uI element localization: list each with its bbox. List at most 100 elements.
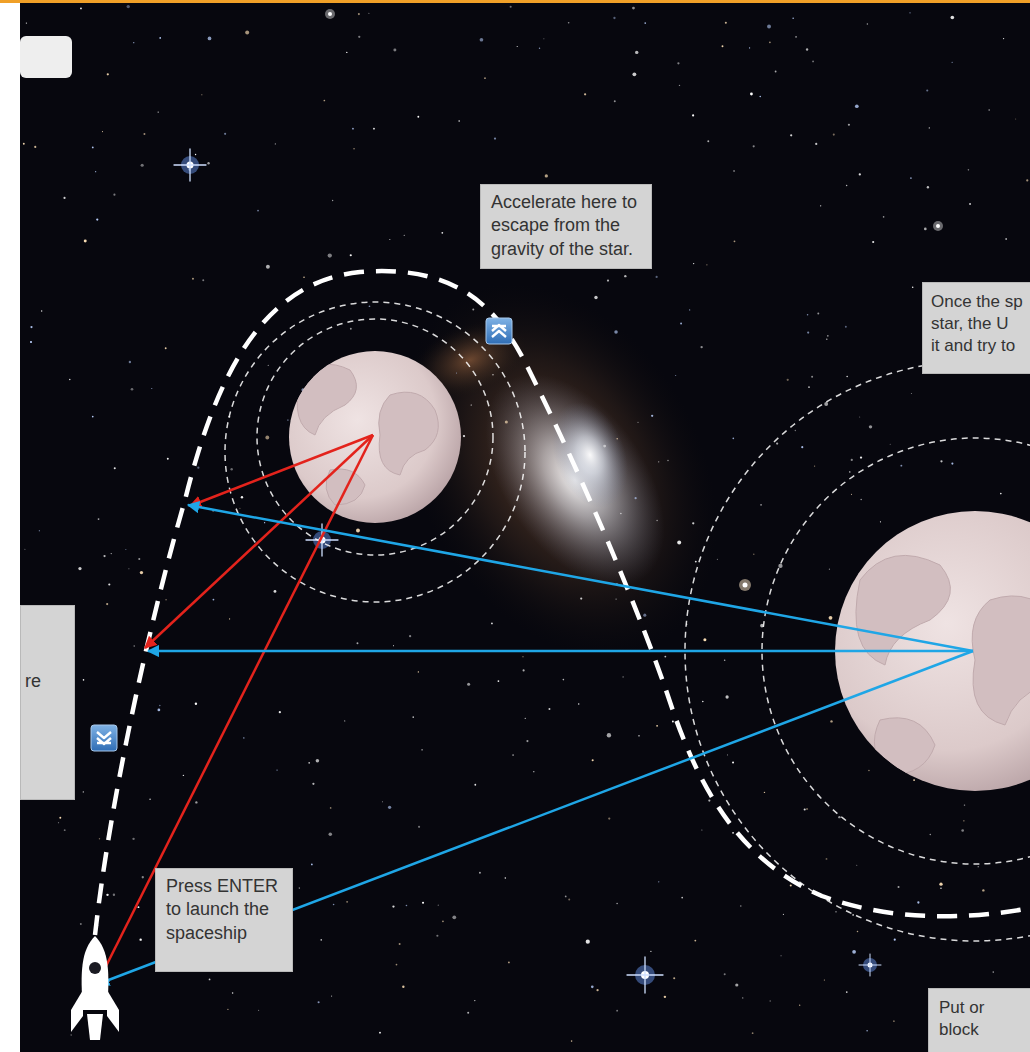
star-dot (866, 1030, 867, 1031)
star-dot (133, 645, 135, 647)
star-dot (694, 940, 696, 942)
star-dot (860, 499, 861, 500)
star-dot (418, 671, 419, 672)
star-dot (614, 330, 618, 334)
star-dot (677, 62, 679, 64)
star-dot (571, 1040, 573, 1042)
text-callout-box: Accelerate here to escape from the gravi… (480, 184, 652, 269)
star-dot (399, 943, 401, 945)
star-dot (332, 200, 333, 201)
star-dot (692, 522, 694, 524)
star-dot (142, 876, 144, 878)
force-arrow (98, 435, 373, 982)
star-dot (898, 886, 900, 888)
star-dot (368, 13, 369, 14)
star-dot (852, 950, 856, 954)
callout-text: it and try to (931, 335, 1030, 357)
star-dot (700, 346, 702, 348)
star-dot (790, 134, 792, 136)
bright-star (859, 954, 881, 976)
star-dot (480, 38, 484, 42)
star-dot (1026, 179, 1028, 181)
star-dot (108, 583, 110, 585)
star-dot (140, 571, 143, 574)
star-dot (132, 838, 134, 840)
star-dot (830, 720, 832, 722)
star-dot (207, 162, 209, 164)
star-dot (940, 460, 942, 462)
star-dot (525, 718, 526, 719)
bright-star (627, 957, 663, 993)
force-arrow (190, 435, 373, 506)
star-dot (106, 894, 108, 896)
star-dot (512, 754, 514, 756)
star-dot (769, 1000, 770, 1001)
star-dot (790, 884, 792, 886)
star-dot (910, 177, 912, 179)
star-dot (778, 564, 782, 568)
star-dot (472, 308, 474, 310)
star-dot (417, 116, 419, 118)
callout-text: Accelerate here to escape from the gravi… (491, 191, 641, 261)
star-dot (128, 568, 129, 569)
star-dot (679, 85, 680, 86)
star-dot (812, 60, 814, 62)
star-dot (229, 618, 230, 619)
planet-continent (297, 364, 356, 435)
star-dot (422, 902, 424, 904)
star-dot (333, 904, 335, 906)
star-dot (867, 23, 869, 25)
star-dot (613, 17, 615, 19)
star-dot (202, 279, 204, 281)
star-dot (266, 265, 270, 269)
star-dot (159, 705, 160, 706)
star-dot (859, 173, 861, 175)
star-dot (978, 866, 979, 867)
star-dot (845, 326, 847, 328)
star-dot (463, 435, 465, 437)
star-dot (651, 415, 653, 417)
star-dot (143, 133, 145, 135)
star-dot (113, 894, 115, 896)
star-dot (209, 979, 211, 981)
star-dot (673, 977, 675, 979)
star-dot (855, 104, 859, 108)
star-dot (59, 817, 61, 819)
star-dot (827, 335, 829, 337)
star-dot (159, 37, 161, 39)
star-dot (792, 17, 794, 19)
text-callout-box: Put orblock (928, 988, 1030, 1052)
star-dot (230, 468, 232, 470)
star-dot (852, 914, 854, 916)
planet-continent (379, 392, 439, 475)
star-dot (753, 554, 754, 555)
star-dot (924, 228, 927, 231)
star-dot (24, 549, 25, 550)
star-dot (406, 905, 408, 907)
star-dot (824, 979, 825, 980)
star-dot (458, 120, 460, 122)
star-dot (83, 791, 84, 792)
star-dot (491, 623, 493, 625)
star-dot (382, 801, 383, 802)
star-dot (734, 240, 736, 242)
star-dot (859, 416, 860, 417)
star-dot (30, 326, 32, 328)
star-dot (799, 1005, 800, 1006)
star-dot (107, 73, 109, 75)
star-dot (441, 232, 443, 234)
star-dot (388, 806, 391, 809)
rocket-nozzle (87, 1014, 103, 1040)
star-dot (331, 995, 332, 996)
star-dot (952, 62, 953, 63)
star-dot (656, 520, 657, 521)
star-dot (102, 131, 103, 132)
star-dot (438, 905, 439, 906)
star-dot (412, 716, 414, 718)
star-dot (732, 761, 734, 763)
star-dot (113, 194, 115, 196)
small-planet (289, 351, 461, 523)
star-dot (930, 834, 931, 835)
star-dot (274, 590, 277, 593)
star-dot (968, 169, 970, 171)
